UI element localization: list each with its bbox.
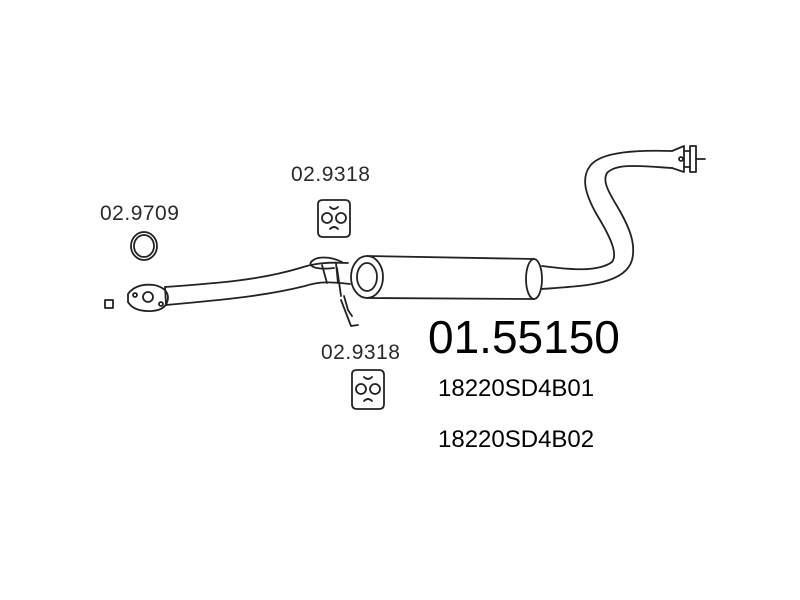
hanger-bottom-label: 02.9318	[321, 341, 401, 364]
oem-number-1: 18220SD4B01	[438, 375, 595, 402]
muffler-icon	[350, 255, 543, 300]
rear-pipe	[541, 149, 673, 290]
rubber-hanger-icon	[317, 199, 351, 238]
o-ring-gasket-icon	[130, 231, 158, 261]
hanger-top-label: 02.9318	[291, 163, 371, 186]
clamp-bracket-icon	[309, 256, 359, 327]
flange-icon	[671, 145, 706, 173]
part-number-title: 01.55150	[428, 311, 620, 363]
rubber-hanger-icon	[351, 369, 385, 410]
oem-number-2: 18220SD4B02	[438, 426, 595, 453]
small-square-icon	[104, 299, 114, 309]
gasket-ring-label: 02.9709	[100, 202, 180, 225]
flange-icon	[127, 283, 169, 312]
